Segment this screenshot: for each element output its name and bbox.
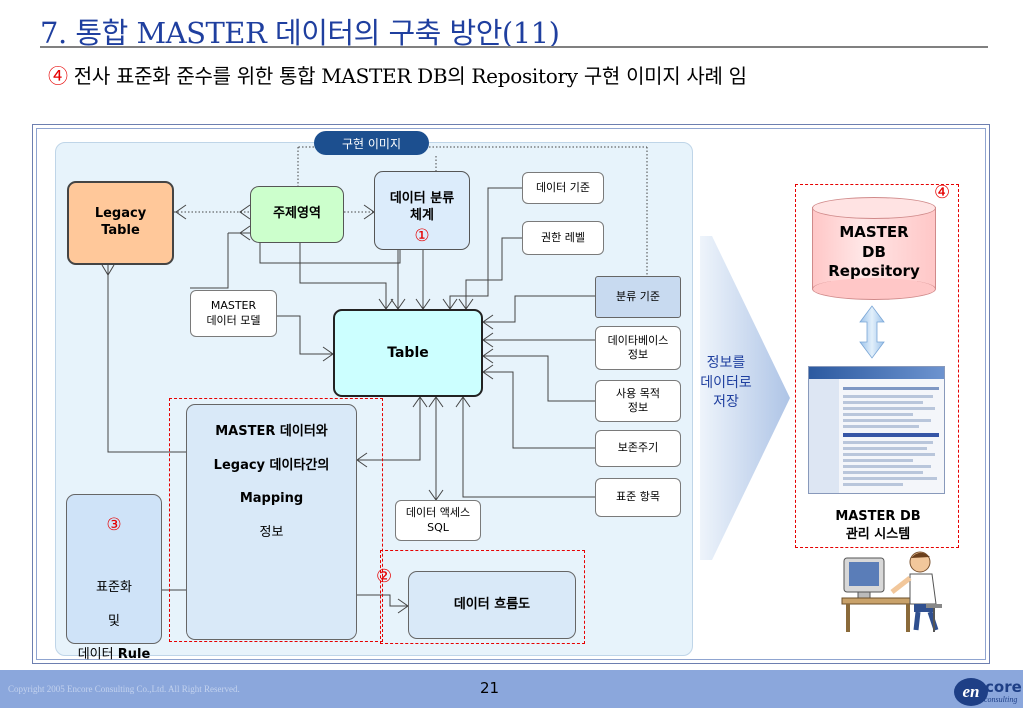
repository-region-outline [795,184,959,548]
repository-cylinder: MASTER DB Repository [812,197,936,301]
footer-bar [0,670,1023,708]
table-entity-box: Table [333,309,483,397]
repository-label: MASTER DB Repository [828,223,920,280]
classification-criteria-box: 분류 기준 [595,276,681,318]
mapping-info-line4: 정보 [259,525,284,541]
standardization-mark: ③ [106,514,122,535]
logo-em-mark: en [954,678,988,706]
data-flow-box: 데이터 흐름도 [408,571,576,639]
standardization-line2: 및 [108,613,120,629]
standard-items-box: 표준 항목 [595,478,681,517]
logo-sub-text: consulting [984,695,1018,704]
data-classification-mark: ① [414,225,430,246]
data-classification-label: 데이터 분류 체계 [389,191,455,223]
usage-purpose-box: 사용 목적 정보 [595,380,681,422]
title-divider [40,46,988,48]
page-subtitle: ④ 전사 표준화 준수를 위한 통합 MASTER DB의 Repository… [48,60,747,89]
company-logo: en core consulting [954,674,1022,708]
logo-core-text: core [985,678,1022,696]
mapping-info-line2: Legacy 데이타간의 [213,457,330,473]
subject-area-box: 주제영역 [250,186,344,243]
store-arrow-shape [700,236,790,560]
system-label: MASTER DB 관리 시스템 [835,509,921,542]
data-flow-mark: ② [376,566,393,587]
implementation-label: 구현 이미지 [314,131,429,155]
store-info-label: 정보를 데이터로 저장 [700,355,752,411]
mapping-region-outline [169,398,383,642]
repository-mark: ④ [934,182,951,203]
data-classification-box: 데이터 분류 체계 ① [374,171,470,250]
standardization-line3a: 데이터 [77,647,118,663]
diagram-frame-inner [36,128,986,660]
user-at-computer-illustration [841,551,942,632]
legacy-table-box: Legacy Table [67,181,174,265]
mapping-info-line1: MASTER 데이터와 [215,423,328,439]
page-number: 21 [480,679,500,697]
retention-period-box: 보존주기 [595,430,681,467]
mapping-info-line3: Mapping [239,491,304,507]
standardization-line3b: Rule [117,647,151,663]
standardization-rule-box: ③ 표준화 및 데이터 Rule 정보 [66,494,162,696]
data-access-sql-box: 데이터 액세스 SQL [395,500,481,541]
diagram-frame [32,124,990,664]
master-data-model-box: MASTER 데이터 모델 [190,290,277,337]
page-title: 7. 통합 MASTER 데이터의 구축 방안(11) [40,16,560,50]
copyright-text: Copyright 2005 Encore Consulting Co.,Ltd… [8,684,240,694]
data-criteria-box: 데이터 기준 [522,172,604,204]
subtitle-number-mark: ④ [48,64,68,88]
standardization-line1: 표준화 [96,579,132,595]
sync-double-arrow [859,305,885,359]
system-screenshot-image [808,366,945,494]
data-flow-region-outline [380,550,585,644]
subtitle-text: 전사 표준화 준수를 위한 통합 MASTER DB의 Repository 구… [73,64,747,88]
database-info-box: 데이타베이스 정보 [595,326,681,370]
mapping-info-box: MASTER 데이터와 Legacy 데이타간의 Mapping 정보 [186,404,357,640]
permission-level-box: 권한 레벨 [522,221,604,255]
